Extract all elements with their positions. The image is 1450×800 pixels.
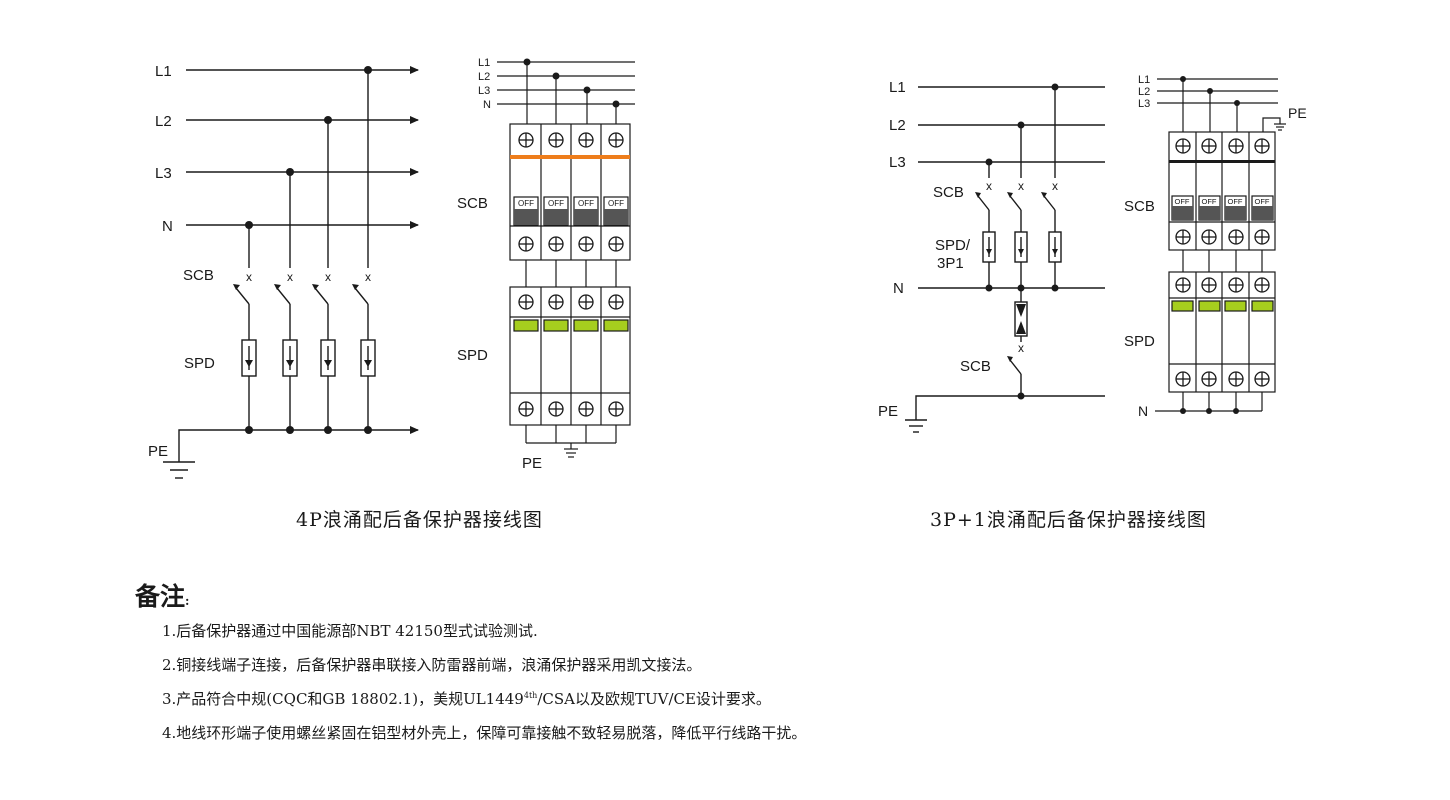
branch-l1: x [352,70,376,430]
left-module: OFF OFF OFF OFF [497,58,635,458]
svg-text:OFF: OFF [608,199,624,208]
pe-line [178,426,419,462]
left-module-spd-label: SPD [457,347,488,364]
svg-text:OFF: OFF [518,199,534,208]
svg-text:OFF: OFF [578,199,594,208]
svg-text:L1: L1 [1138,74,1150,86]
svg-text:L2: L2 [1138,86,1150,98]
svg-text:L2: L2 [889,117,906,134]
label-l3: L3 [155,165,172,182]
left-spd-indicators [513,319,629,332]
r-label-3p1: 3P1 [937,255,964,272]
note-item: 4.地线环形端子使用螺丝紧固在铝型材外壳上，保障可靠接触不致轻易脱落，降低平行线… [162,724,807,742]
left-caption: 4P浪涌配后备保护器接线图 [296,509,543,531]
svg-text:L1: L1 [889,79,906,96]
notes-title: 备注: [135,582,190,611]
right-module-scb-label: SCB [1124,198,1155,215]
label-l2: L2 [155,113,172,130]
branch-l3: x [274,172,298,430]
svg-text:x: x [287,270,293,284]
svg-text:x: x [1018,341,1024,355]
svg-text:L3: L3 [889,154,906,171]
svg-text:L1: L1 [478,57,490,69]
right-module-n-label: N [1138,403,1148,419]
left-schematic-labels: L1 L2 L3 N SCB SPD PE [148,63,215,460]
right-module-labels: L1 L2 L3 PE SCB SPD N [1124,74,1307,419]
label-spd: SPD [184,355,215,372]
left-schematic: x x x [163,66,419,479]
r-label-scb-bottom: SCB [960,358,991,375]
right-module-pe-label: PE [1288,105,1307,121]
svg-text:OFF: OFF [548,199,564,208]
left-module-labels: L1 L2 L3 N SCB SPD PE [457,57,542,472]
svg-text:x: x [1018,179,1024,193]
left-bus-lines [497,61,635,124]
r-label-n: N [893,280,904,297]
right-module: OFF OFF OFF OFF [1155,76,1286,414]
left-spd-module [509,286,631,426]
left-scb-accent-bar [510,155,630,159]
svg-text:x: x [986,179,992,193]
right-spd-indicators [1171,300,1274,312]
label-l1: L1 [155,63,172,80]
left-scb-module: OFF OFF OFF OFF [509,123,631,261]
label-pe: PE [148,443,168,460]
svg-text:OFF: OFF [1255,197,1270,206]
r-label-spd: SPD/ [935,237,971,254]
label-scb: SCB [183,267,214,284]
svg-text:L3: L3 [478,85,490,97]
right-bus-lines [1157,78,1286,132]
right-schematic-labels: L1 L2 L3 N SCB SPD/ 3P1 SCB PE [878,79,991,420]
r-branch-l1: x [1041,87,1062,288]
branch-n: x [233,225,257,430]
right-spd-module [1168,271,1276,393]
svg-text:OFF: OFF [1175,197,1190,206]
svg-text:N: N [483,99,491,111]
left-module-pe-label: PE [522,455,542,472]
r-gdt-branch: x [1007,288,1028,396]
right-off-handles [1171,195,1274,221]
right-module-spd-label: SPD [1124,333,1155,350]
left-pe-bus [525,425,617,458]
svg-text:L2: L2 [478,71,490,83]
right-caption: 3P+1浪涌配后备保护器接线图 [930,509,1207,531]
right-schematic: x x x [905,83,1105,433]
right-scb-bar [1169,160,1275,163]
svg-text:L3: L3 [1138,98,1150,110]
note-item: 1.后备保护器通过中国能源部NBT 42150型式试验测试. [162,622,538,640]
r-label-pe: PE [878,403,898,420]
right-scb-module: OFF OFF OFF OFF [1168,131,1276,251]
svg-text:x: x [325,270,331,284]
left-module-scb-label: SCB [457,195,488,212]
svg-text:x: x [246,270,252,284]
label-n: N [162,218,173,235]
wiring-diagram: x x x [148,57,1307,479]
svg-text:x: x [1052,179,1058,193]
branch-l2: x [312,120,336,430]
svg-text:OFF: OFF [1228,197,1243,206]
note-item: 2.铜接线端子连接，后备保护器串联接入防雷器前端，浪涌保护器采用凯文接法。 [162,656,702,674]
r-branch-l3: x [975,162,996,288]
note-item: 3.产品符合中规(CQC和GB 18802.1)，美规UL14494th/CSA… [162,690,771,708]
svg-text:x: x [365,270,371,284]
r-label-scb: SCB [933,184,964,201]
left-off-handles [513,196,629,226]
r-branch-l2: x [1007,125,1028,288]
r-pe-line [915,395,1105,420]
svg-text:OFF: OFF [1202,197,1217,206]
left-branches: x x x [233,70,376,430]
